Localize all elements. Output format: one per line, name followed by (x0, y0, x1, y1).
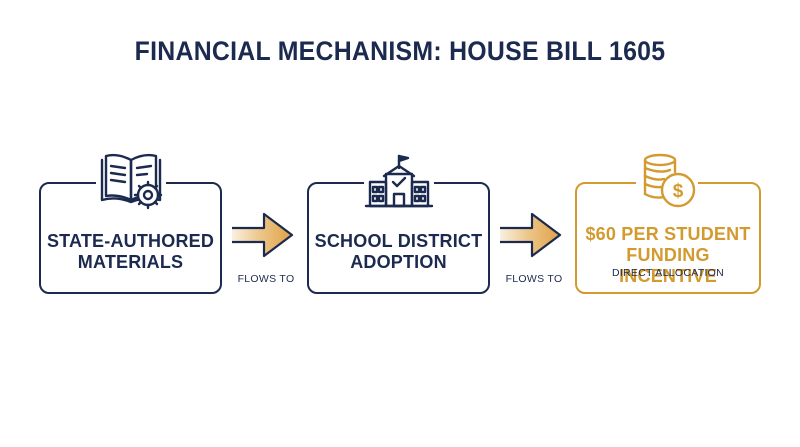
step-1-line-2: MATERIALS (77, 252, 184, 272)
step-3-line-1: $60 PER STUDENT (585, 224, 751, 244)
flow-label-2: FLOWS TO (505, 273, 563, 285)
flow-arrow-1 (222, 212, 294, 258)
page-title: FINANCIAL MECHANISM: HOUSE BILL 1605 (134, 36, 666, 66)
flow-label-1: FLOWS TO (237, 273, 295, 285)
step-2-line-2: ADOPTION (350, 252, 447, 272)
step-3-subtitle: DIRECT ALLOCATION (611, 267, 725, 279)
svg-text:$: $ (673, 181, 684, 202)
flow-arrow-2 (490, 212, 562, 258)
step-3-line-2: FUNDING INCENTIVE (619, 245, 717, 286)
book-gear-icon (96, 150, 166, 212)
step-school-district-adoption: SCHOOL DISTRICT ADOPTION (307, 182, 490, 294)
step-2-line-1: SCHOOL DISTRICT (314, 231, 483, 251)
coins-dollar-icon: $ (636, 150, 698, 212)
step-1-line-1: STATE-AUTHORED (46, 231, 215, 251)
schoolhouse-icon (364, 152, 434, 212)
